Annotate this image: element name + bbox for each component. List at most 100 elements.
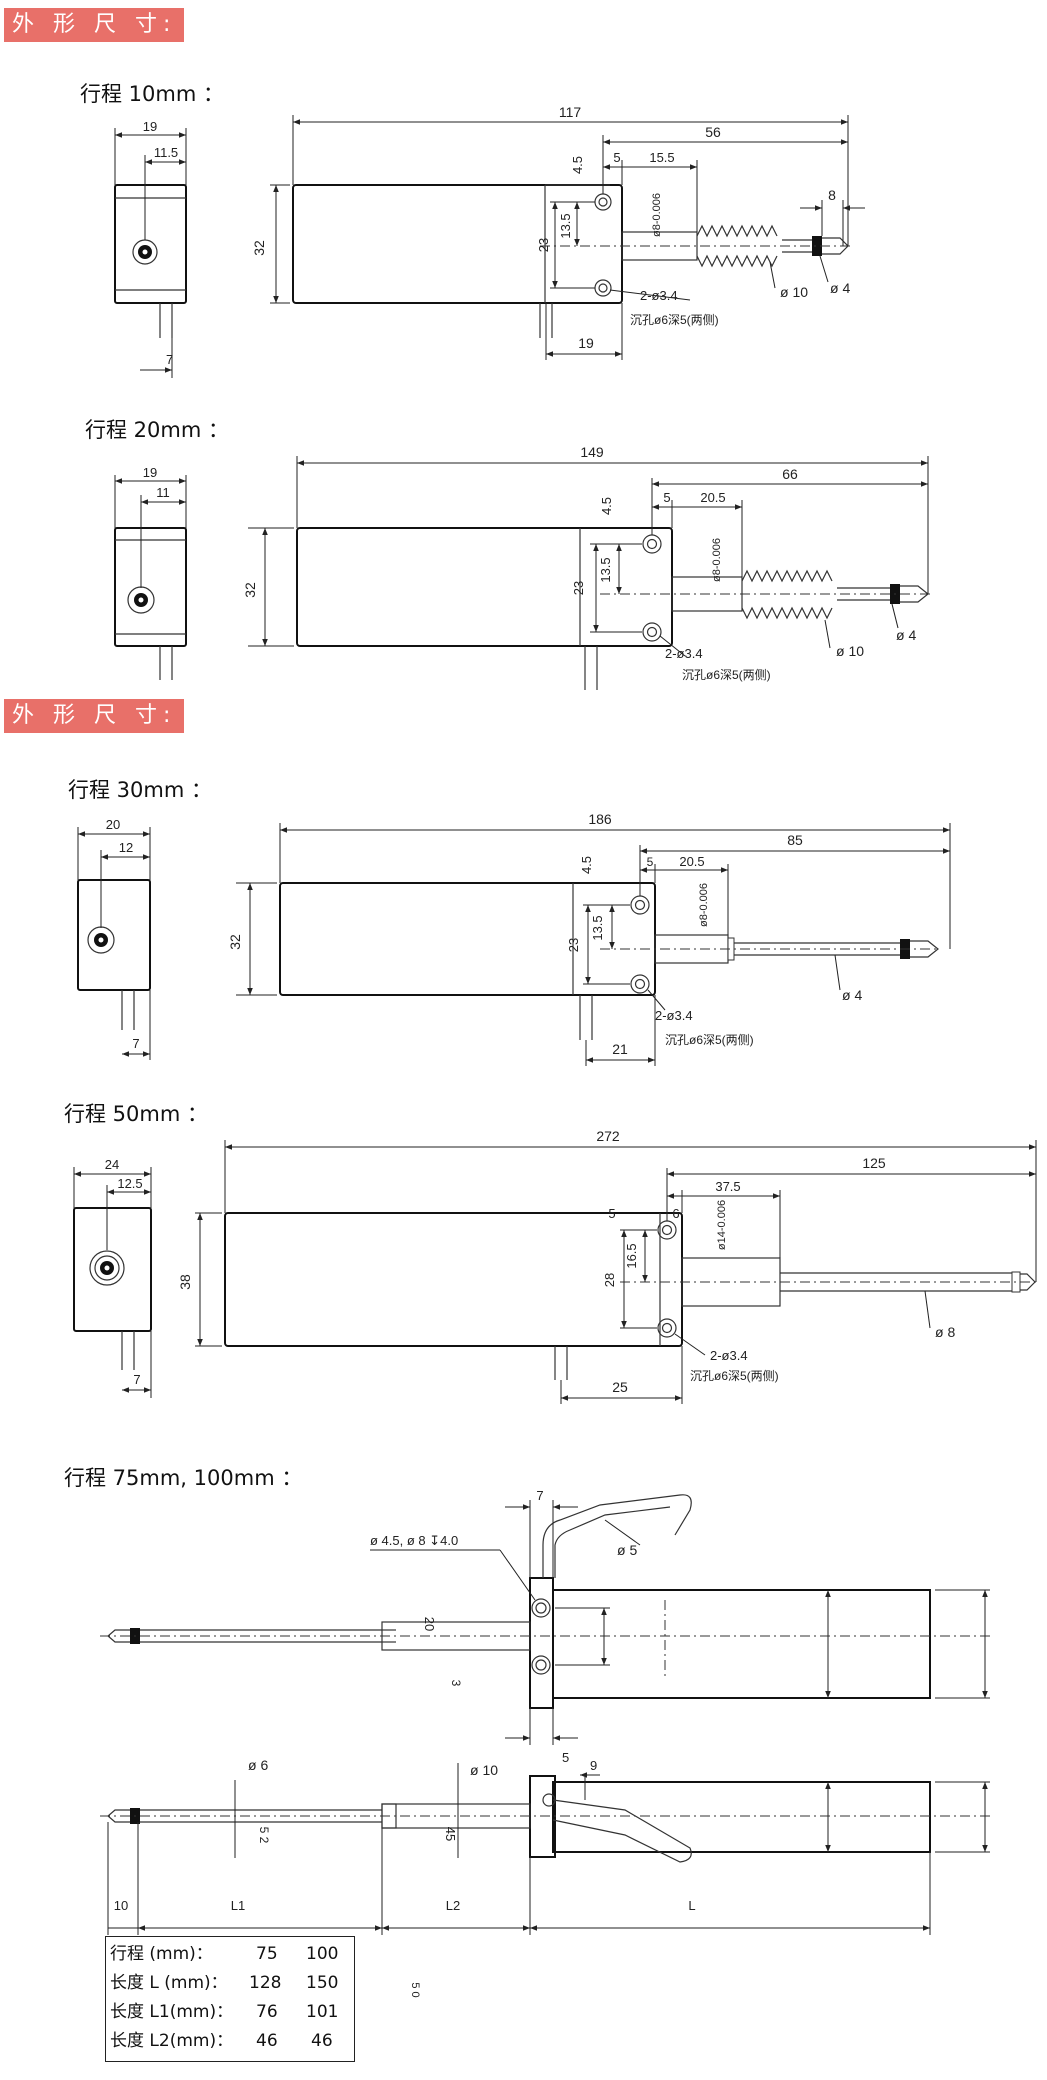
dim-20-5: 20.5 [700,490,725,505]
dim-phi10: ø 10 [836,643,864,659]
dim-19: 19 [143,119,157,134]
dim-13-5: 13.5 [558,213,573,238]
dim-5: 5 [608,1206,615,1221]
dim-phi4: ø 4 [842,987,862,1003]
dim-32: 32 [251,240,267,256]
drawing-30mm: 20 12 7 186 85 5 20.5 4.5 3 [77,811,951,1066]
dim-phi5: ø 5 [617,1542,637,1558]
dim-13-5: 13.5 [590,915,605,940]
dim-15-5: 15.5 [649,150,674,165]
dim-11: 11 [156,485,170,500]
dim-85: 85 [787,832,803,848]
spec-value-100: 100 [306,1944,339,1964]
dimensions-header-1: 外 形 尺 寸: [4,8,184,42]
dim-7: 7 [133,1372,140,1387]
dim-117: 117 [559,104,582,120]
dim-32: 32 [227,934,243,950]
dim-8: 8 [828,187,836,203]
stroke-20mm-title: 行程 20mm ： [85,418,229,442]
tolerance-phi14: ø14-0.006 [716,1200,728,1250]
stray-mark: 5 0 [409,1982,421,1997]
tolerance-phi8: ø8-0.006 [711,538,723,582]
dim-23: 23 [536,238,551,252]
dim-19: 19 [143,465,157,480]
drawing-75-100mm: 7 ø 4.5, ø 8 ↧4.0 ø 5 20 3 5 [100,1488,990,1998]
spec-value-100: 101 [306,2002,339,2022]
dim-21: 21 [612,1041,628,1057]
spec-value-75: 128 [249,1973,282,1993]
dim-23: 23 [566,938,581,952]
dim-phi6: ø 6 [248,1757,268,1773]
spec-table: 行程 (mm)： 75 100 长度 L (mm)： 128 150 长度 L1… [105,1936,355,2062]
stroke-30mm-title: 行程 30mm ： [68,778,212,802]
stroke-50mm-title: 行程 50mm ： [64,1102,208,1126]
drawing-20mm: 19 11 149 66 5 20.5 4.5 32 [114,444,930,690]
dim-4-5: 4.5 [570,156,585,174]
dim-12-5: 12.5 [117,1176,142,1191]
dim-66: 66 [782,466,798,482]
dim-38: 38 [177,1274,193,1290]
spec-label: 长度 L1(mm)： [110,2002,234,2022]
dim-5: 5 [613,150,620,165]
dim-149: 149 [580,444,604,460]
dim-37-5: 37.5 [715,1179,740,1194]
dim-23: 23 [571,581,586,595]
dim-125: 125 [862,1155,886,1171]
dim-L: L [688,1898,695,1913]
dim-7: 7 [536,1488,543,1503]
stroke-10mm-title: 行程 10mm ： [80,82,224,106]
counterbore-note: 沉孔ø6深5(两侧) [665,1033,754,1047]
spec-value-75: 46 [256,2031,278,2051]
dim-28: 28 [602,1273,617,1287]
dim-2-phi3-4: 2-ø3.4 [665,646,703,661]
drawing-10mm: 19 11.5 7 117 56 5 15.5 4. [114,104,865,378]
dim-4-5: 4.5 [599,497,614,515]
counterbore-note: 沉孔ø6深5(两侧) [630,313,719,327]
dim-4-5: 4.5 [579,856,594,874]
dim-186: 186 [588,811,612,827]
dim-5: 5 [663,490,670,505]
dim-7: 7 [132,1036,139,1051]
tolerance-phi8: ø8-0.006 [698,883,710,927]
dim-32: 32 [242,582,258,598]
dim-56: 56 [705,124,721,140]
dim-5: 5 [647,855,654,869]
dim-phi4: ø 4 [896,627,916,643]
dim-5: 5 [562,1750,569,1765]
dim-5-2: 5 2 [257,1827,271,1844]
spec-value-100: 150 [306,1973,339,1993]
dim-13-5: 13.5 [598,557,613,582]
dim-20: 20 [422,1617,437,1631]
dim-16-5: 16.5 [624,1243,639,1268]
dim-3: 3 [449,1680,463,1687]
dim-45: 45 [443,1827,458,1841]
dim-24: 24 [105,1157,119,1172]
dim-6: 6 [672,1206,679,1221]
dim-12: 12 [119,840,133,855]
spec-value-100: 46 [311,2031,333,2051]
spec-value-75: 76 [256,2002,278,2022]
dim-25: 25 [612,1379,628,1395]
dim-2-phi3-4: 2-ø3.4 [640,288,678,303]
spec-label: 长度 L (mm)： [110,1973,228,1993]
drawing-50mm: 24 12.5 7 272 125 6 37.5 5 38 [73,1128,1037,1404]
mount-holes-note: ø 4.5, ø 8 ↧4.0 [370,1533,458,1548]
dim-9: 9 [590,1758,597,1773]
spec-label: 行程 (mm)： [110,1944,213,1964]
dim-272: 272 [596,1128,620,1144]
dim-20-5: 20.5 [679,854,704,869]
dim-7: 7 [166,352,173,367]
counterbore-note: 沉孔ø6深5(两侧) [682,668,771,682]
spec-label: 长度 L2(mm)： [110,2031,234,2051]
dim-19-side: 19 [578,335,594,351]
dim-phi10: ø 10 [780,284,808,300]
dim-L2: L2 [446,1898,460,1913]
dimensions-header-2: 外 形 尺 寸: [4,699,184,733]
counterbore-note: 沉孔ø6深5(两侧) [690,1369,779,1383]
dim-phi10: ø 10 [470,1762,498,1778]
dim-phi4: ø 4 [830,280,850,296]
dim-11-5: 11.5 [154,145,178,160]
dim-2-phi3-4: 2-ø3.4 [710,1348,748,1363]
dim-2-phi3-4: 2-ø3.4 [655,1008,693,1023]
